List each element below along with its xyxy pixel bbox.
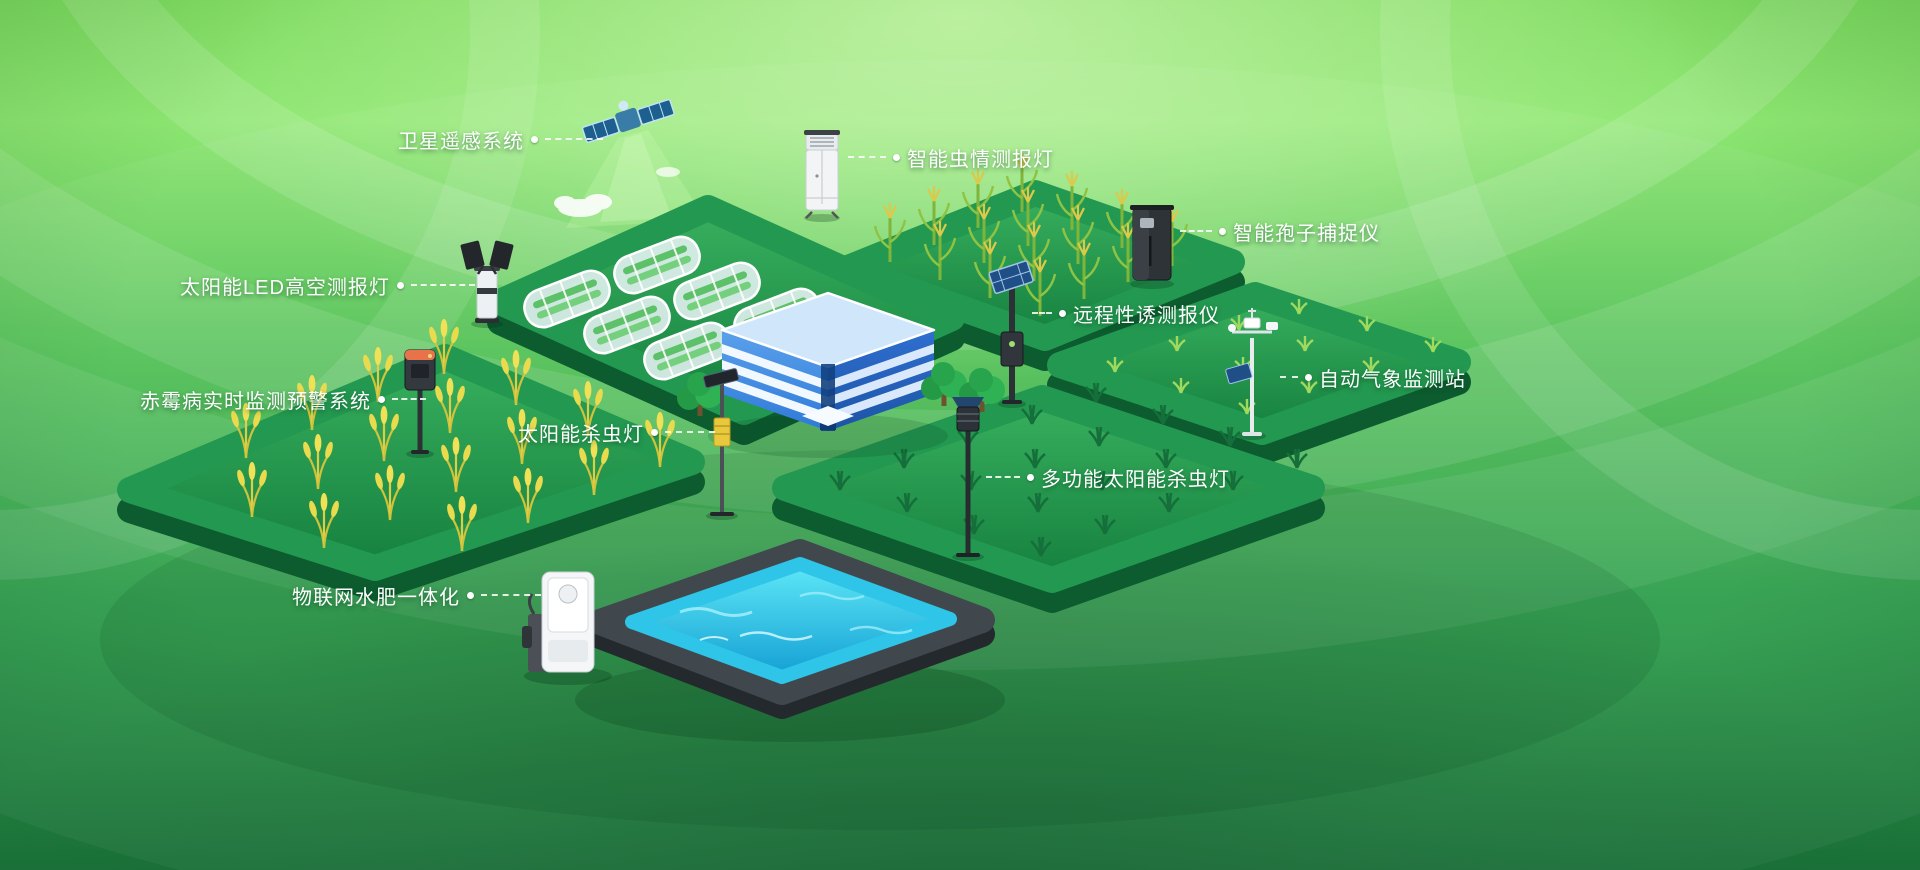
callout-dash-line <box>545 138 603 140</box>
callout-insect-lamp-label: 智能虫情测报灯 <box>907 148 1054 171</box>
callout-dash-line <box>986 476 1020 478</box>
callout-insect-lamp[interactable]: 智能虫情测报灯 <box>848 144 1054 171</box>
platform-wheat-field <box>117 344 705 601</box>
callout-dash-line <box>410 284 475 286</box>
callout-spore-catcher-label: 智能孢子捕捉仪 <box>1233 222 1380 245</box>
callout-dot <box>467 591 474 599</box>
callout-multi-solar-insect-killer-label: 多功能太阳能杀虫灯 <box>1041 468 1230 491</box>
callout-dash-line <box>392 398 426 400</box>
callout-pheromone-monitor-label: 远程性诱测报仪 <box>1073 304 1220 327</box>
callout-dash-line <box>665 431 715 433</box>
callout-dot <box>531 135 538 143</box>
solar-led-lamp-device[interactable] <box>460 240 514 328</box>
callout-dot <box>893 153 900 161</box>
callout-satellite-label: 卫星遥感系统 <box>398 130 524 153</box>
callout-dot <box>378 395 385 403</box>
callout-dot <box>1027 473 1034 481</box>
satellite-icon[interactable] <box>578 87 675 144</box>
callout-dash-line <box>848 156 886 158</box>
callout-satellite[interactable]: 卫星遥感系统 <box>398 126 603 153</box>
callout-dot <box>396 281 404 289</box>
callout-multi-solar-insect-killer[interactable]: 多功能太阳能杀虫灯 <box>986 464 1230 491</box>
pheromone-monitor-device[interactable] <box>988 260 1034 408</box>
callout-weather-station[interactable]: 自动气象监测站 <box>1280 364 1466 391</box>
callout-weather-station-label: 自动气象监测站 <box>1319 368 1466 391</box>
cloud-icon <box>554 167 680 217</box>
callout-iot-water-fertilizer-label: 物联网水肥一体化 <box>292 586 460 609</box>
callout-dot <box>1059 309 1066 317</box>
callout-solar-led-lamp[interactable]: 太阳能LED高空测报灯 <box>180 272 475 299</box>
callout-scab-warning[interactable]: 赤霉病实时监测预警系统 <box>140 386 426 413</box>
callout-pheromone-monitor[interactable]: 远程性诱测报仪 <box>1032 300 1220 327</box>
spore-catcher-device[interactable] <box>1130 205 1174 289</box>
scab-monitor-device[interactable] <box>404 349 436 458</box>
office-building <box>677 291 1005 458</box>
callout-dash-line <box>1180 230 1212 232</box>
callout-solar-insect-killer-label: 太阳能杀虫灯 <box>518 423 644 446</box>
platform-grass-field <box>772 385 1325 613</box>
callout-dot <box>1305 373 1312 381</box>
iot-water-fertilizer-device[interactable] <box>522 571 612 685</box>
callout-solar-led-lamp-label: 太阳能LED高空测报灯 <box>180 276 390 299</box>
callout-dash-line <box>1032 312 1052 314</box>
callout-spore-catcher[interactable]: 智能孢子捕捉仪 <box>1180 218 1380 245</box>
callout-dash-line <box>1280 376 1298 378</box>
callout-scab-warning-label: 赤霉病实时监测预警系统 <box>140 390 371 413</box>
insect-lamp-device[interactable] <box>804 130 840 222</box>
callout-dot <box>651 428 658 436</box>
weather-station-device[interactable] <box>1225 308 1278 440</box>
callout-iot-water-fertilizer[interactable]: 物联网水肥一体化 <box>292 582 541 609</box>
water-pool <box>575 539 1005 742</box>
callout-solar-insect-killer[interactable]: 太阳能杀虫灯 <box>518 419 715 446</box>
callout-dot <box>1219 227 1226 235</box>
solar-insect-killer-device[interactable] <box>703 368 740 520</box>
multi-solar-insect-killer-device[interactable] <box>952 397 984 561</box>
callout-dash-line <box>481 594 541 596</box>
